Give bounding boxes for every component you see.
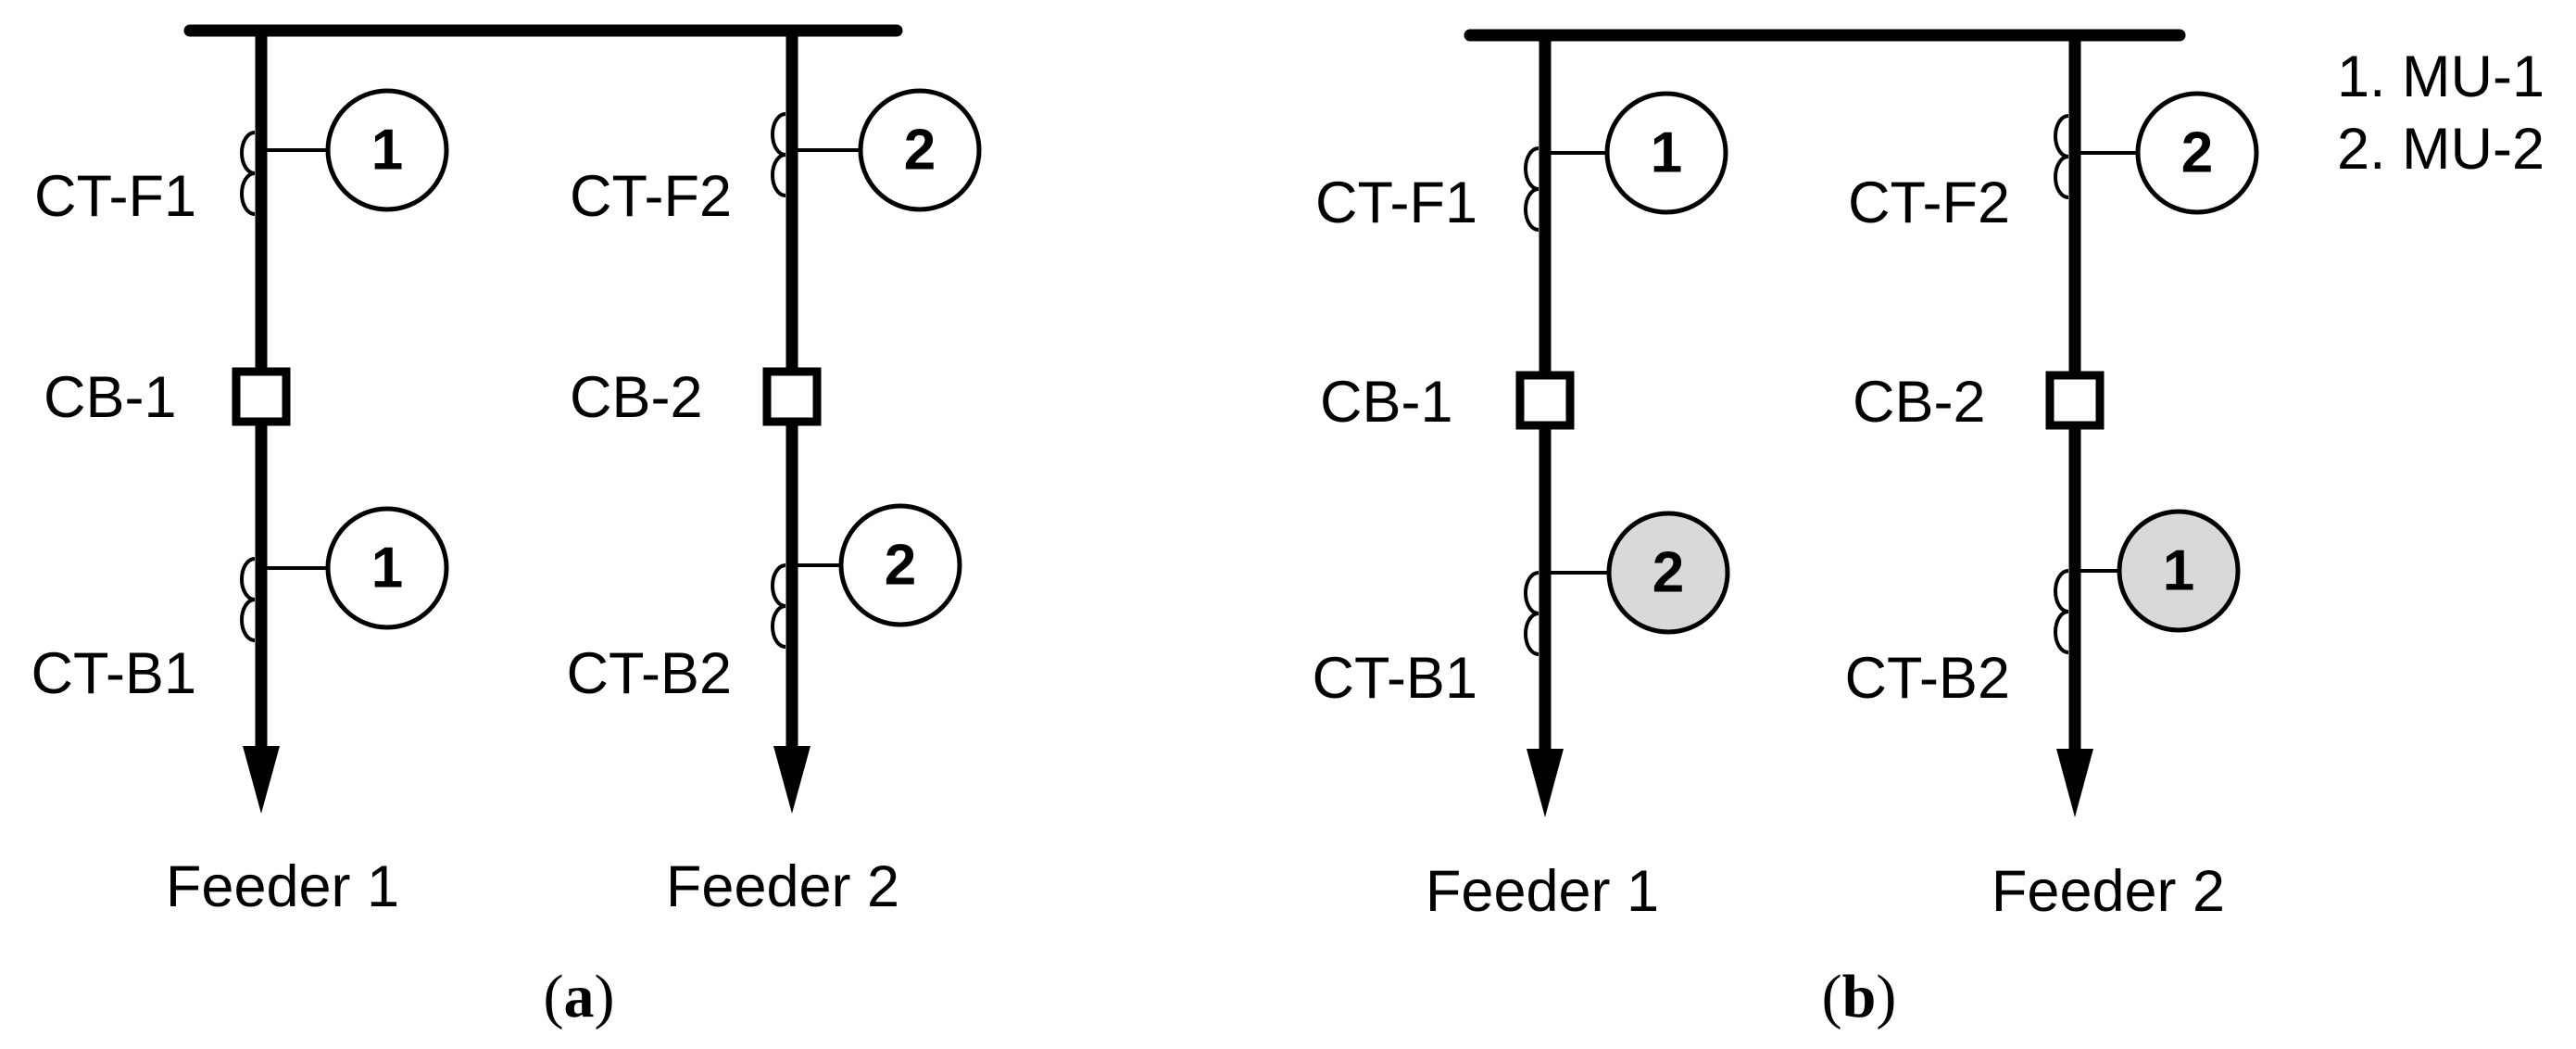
mu-b2-top — [2135, 91, 2259, 215]
feeder-a2-label: Feeder 2 — [666, 854, 899, 919]
caption-b-letter: b — [1842, 963, 1877, 1030]
cb-b1-label: CB-1 — [1320, 370, 1453, 435]
cb-b2-label: CB-2 — [1853, 370, 1986, 435]
feeder-a1-label: Feeder 1 — [166, 854, 399, 919]
cb-a1-label: CB-1 — [44, 365, 177, 430]
mu-a1-top-number: 1 — [371, 119, 403, 183]
legend: 1. MU-1 2. MU-2 — [2337, 44, 2545, 182]
legend-item-mu-2: 2. MU-2 — [2337, 117, 2545, 182]
feeder-b1-label: Feeder 1 — [1426, 859, 1659, 924]
feeder-b2: 2 CT-F2 CB-2 1 CT-B2 Feeder 2 — [1844, 35, 2259, 924]
feeder-a1-arrow — [243, 746, 280, 814]
caption-b: (b) — [1822, 963, 1897, 1030]
mu-a2-top-number: 2 — [904, 119, 936, 183]
ct-a2-bottom-coil — [771, 563, 786, 649]
ct-a1-top-coil — [240, 131, 256, 216]
mu-b1-top — [1604, 91, 1728, 215]
mu-b1-bottom — [1606, 511, 1730, 635]
mu-a2-top — [858, 88, 982, 212]
cb-b2 — [2045, 371, 2105, 430]
panel-a: 1 CT-F1 CB-1 1 CT-B1 Feeder 1 2 CT-F2 CB… — [31, 24, 982, 1030]
ct-b1-bottom-label: CT-B1 — [1312, 646, 1477, 711]
feeder-b2-arrow — [2056, 749, 2093, 817]
ct-a1-bottom-label: CT-B1 — [31, 641, 196, 706]
ct-a1-bottom-coil — [240, 557, 256, 642]
feeder-a2: 2 CT-F2 CB-2 2 CT-B2 Feeder 2 — [566, 31, 982, 919]
mu-a1-top — [325, 88, 449, 212]
panel-b: 1 CT-F1 CB-1 2 CT-B1 Feeder 1 2 CT-F2 CB… — [1312, 29, 2259, 1030]
ct-b1-top-coil — [1524, 146, 1539, 232]
mu-a1-bottom-number: 1 — [371, 537, 403, 600]
ct-b1-top-label: CT-F1 — [1315, 171, 1477, 235]
feeder-b1: 1 CT-F1 CB-1 2 CT-B1 Feeder 1 — [1312, 35, 1730, 924]
cb-a2-label: CB-2 — [570, 365, 703, 430]
mu-b1-top-number: 1 — [1651, 121, 1682, 185]
feeder-a1: 1 CT-F1 CB-1 1 CT-B1 Feeder 1 — [31, 31, 449, 919]
ct-b2-bottom-label: CT-B2 — [1844, 646, 2010, 711]
cb-a1 — [232, 367, 291, 426]
caption-a-letter: a — [564, 963, 595, 1030]
mu-b2-bottom — [2117, 509, 2241, 633]
mu-b1-bottom-number: 2 — [1652, 541, 1684, 605]
mu-a1-bottom — [325, 506, 449, 630]
feeder-b2-label: Feeder 2 — [1992, 859, 2225, 924]
ct-a1-top-label: CT-F1 — [34, 164, 196, 229]
ct-b2-bottom-coil — [2054, 569, 2069, 654]
ct-a2-bottom-label: CT-B2 — [566, 641, 732, 706]
ct-b2-top-coil — [2054, 114, 2069, 199]
caption-a: (a) — [544, 963, 615, 1030]
ct-a2-top-coil — [771, 112, 786, 197]
feeder-a2-arrow — [773, 746, 810, 814]
mu-b2-bottom-number: 1 — [2163, 539, 2194, 603]
ct-a2-top-label: CT-F2 — [570, 164, 732, 229]
mu-a2-bottom — [838, 503, 962, 627]
feeder-b1-arrow — [1527, 749, 1564, 817]
mu-a2-bottom-number: 2 — [885, 534, 916, 598]
cb-b1 — [1515, 371, 1575, 430]
ct-b2-top-label: CT-F2 — [1848, 171, 2010, 235]
cb-a2 — [762, 367, 822, 426]
mu-b2-top-number: 2 — [2181, 121, 2213, 185]
ct-b1-bottom-coil — [1524, 571, 1539, 656]
legend-item-mu-1: 1. MU-1 — [2337, 44, 2545, 109]
